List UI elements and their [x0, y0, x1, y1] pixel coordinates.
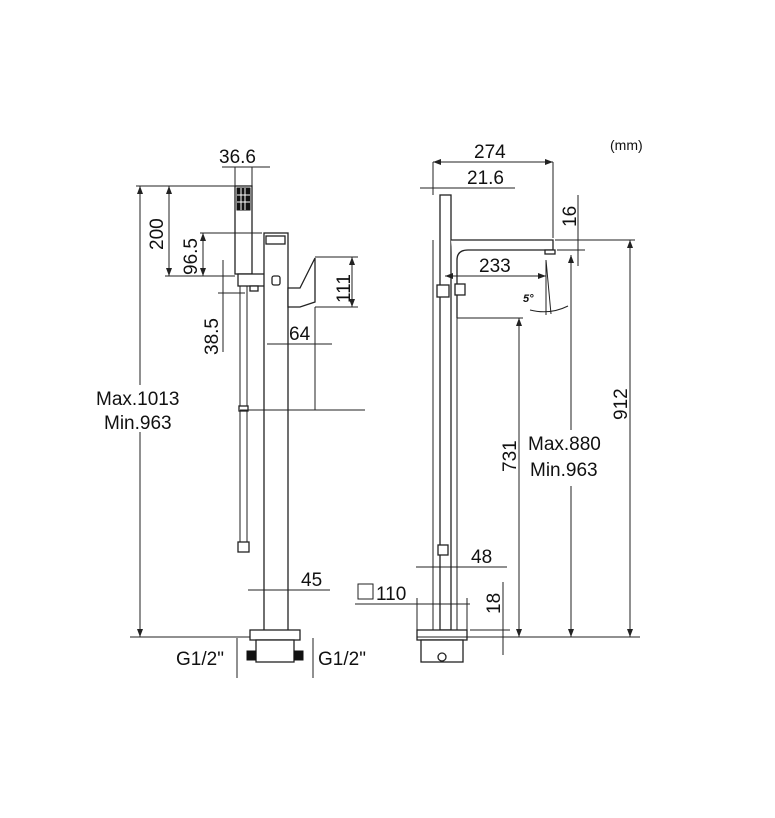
dim-min-963: Min.963 — [104, 413, 172, 434]
dim-110: 110 — [376, 584, 406, 605]
dim-233: 233 — [479, 256, 511, 277]
dim-274: 274 — [474, 142, 506, 163]
dim-max-880: Max.880 — [528, 434, 601, 455]
inlet-left-label: G1/2" — [176, 649, 224, 670]
base-plate-front — [416, 629, 468, 641]
dim-36-6: 36.6 — [219, 147, 256, 168]
dim-111: 111 — [334, 274, 355, 303]
square-symbol — [357, 583, 374, 600]
dim-18: 18 — [484, 593, 505, 614]
spout-angle-label: 5° — [523, 293, 534, 305]
dim-200: 200 — [147, 218, 168, 250]
dim-max-1013: Max.1013 — [96, 389, 179, 410]
dim-48: 48 — [471, 547, 492, 568]
unit-label: (mm) — [610, 137, 643, 153]
main-pipe — [263, 232, 289, 632]
front-view: 274 21.6 16 233 5° 912 Max.880 Min.963 7… — [355, 142, 640, 663]
dim-64: 64 — [289, 324, 311, 345]
hand-shower — [234, 185, 253, 275]
hand-shower-front — [439, 194, 452, 631]
dim-21-6: 21.6 — [467, 168, 504, 189]
dim-38-5: 38.5 — [202, 318, 223, 355]
dim-min-963-front: Min.963 — [530, 460, 598, 481]
inlet-right-label: G1/2" — [318, 649, 366, 670]
handle — [287, 257, 316, 308]
dim-45: 45 — [301, 570, 322, 591]
side-view: 36.6 200 96.5 38.5 111 64 Max.1013 Min.9… — [96, 147, 366, 678]
base-plate — [249, 629, 301, 641]
hose — [237, 286, 250, 553]
dim-16: 16 — [560, 206, 581, 227]
spout — [451, 239, 554, 318]
dim-731: 731 — [500, 440, 521, 472]
dim-96-5: 96.5 — [181, 238, 202, 275]
dim-912: 912 — [611, 388, 632, 420]
